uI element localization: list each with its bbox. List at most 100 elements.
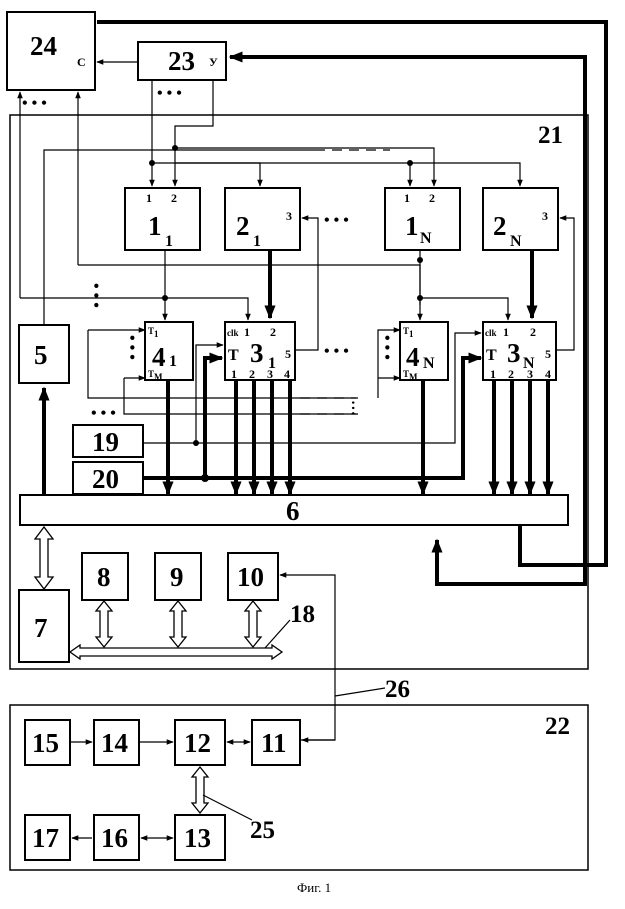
wire-23-f — [410, 163, 520, 186]
block-11-label: 11 — [261, 728, 287, 758]
wire-23-c — [152, 163, 410, 186]
block-15-label: 15 — [32, 728, 59, 758]
block-3-1-out-3: 3 — [267, 367, 273, 381]
block-4-1-label: 4 — [152, 342, 166, 372]
junction-5 — [417, 257, 423, 263]
block-4-1-tm-sub: M — [154, 372, 163, 382]
block-9-label: 9 — [170, 562, 184, 592]
block-23-label: 23 — [168, 46, 195, 76]
block-10-label: 10 — [237, 562, 264, 592]
block-2-1-pin-3: 3 — [286, 209, 292, 223]
ref-label-26: 26 — [385, 676, 410, 703]
block-3-N-out-3: 3 — [527, 367, 533, 381]
ellipsis-24: • • • — [22, 95, 47, 112]
ref-label-25: 25 — [250, 817, 275, 844]
bus-6-to-7-arrow — [35, 527, 53, 589]
ref-label-22: 22 — [545, 713, 570, 740]
block-2-N-sub: N — [510, 233, 522, 250]
ellipsis-19: • • • — [91, 405, 116, 422]
ellipsis-4-N-inputs: • • • — [378, 335, 395, 360]
junction-4 — [162, 295, 168, 301]
ellipsis-top-middle: • • • — [324, 212, 349, 229]
block-1-N-label: 1 — [405, 211, 419, 241]
block-14-label: 14 — [101, 728, 128, 758]
block-3-N-out-4: 4 — [545, 367, 551, 381]
block-3-1-T: T — [228, 347, 239, 364]
wire-23-d — [175, 148, 434, 186]
block-3-1-pin-5: 5 — [285, 347, 291, 361]
ellipsis-left-vertical: • • • — [87, 283, 104, 308]
block-1-1-sub: 1 — [165, 233, 173, 250]
block-16-label: 16 — [101, 823, 128, 853]
block-5-label: 5 — [34, 340, 48, 370]
block-4-N-label: 4 — [406, 342, 420, 372]
block-2-1-sub: 1 — [253, 233, 261, 250]
block-3-N-pin-2: 2 — [530, 325, 536, 339]
block-8-label: 8 — [97, 562, 111, 592]
junction-6 — [417, 295, 423, 301]
wire-1-1-to-3-1 — [20, 298, 248, 320]
ref-label-18: 18 — [290, 601, 315, 628]
block-24-pin-c: С — [77, 55, 86, 69]
wire-78-to-1N — [78, 265, 420, 305]
bus-6-label: 6 — [286, 496, 300, 526]
block-3-N-pin-5: 5 — [545, 347, 551, 361]
bus-10-arrow — [245, 601, 261, 647]
block-3-1-clk: clk — [227, 328, 239, 338]
wire-19-loop-b — [124, 378, 358, 414]
block-3-N-out-2: 2 — [508, 367, 514, 381]
leader-26 — [335, 688, 385, 696]
leader-18 — [265, 620, 290, 648]
block-3-N-pin-1: 1 — [503, 325, 509, 339]
block-3-N-T: T — [486, 347, 497, 364]
block-1-1-pin-1: 1 — [146, 191, 152, 205]
block-4-1-sub: 1 — [169, 353, 177, 370]
block-4-N-t1-sub: 1 — [409, 329, 414, 339]
junction-7 — [193, 440, 199, 446]
block-3-N-clk: clk — [485, 328, 497, 338]
ref-label-21: 21 — [538, 122, 563, 149]
figure-caption: Фиг. 1 — [297, 880, 331, 895]
link-26 — [280, 575, 335, 740]
block-13-label: 13 — [184, 823, 211, 853]
block-4-1-t1-sub: 1 — [154, 329, 159, 339]
junction-3 — [407, 160, 413, 166]
block-1-N-sub: N — [420, 230, 432, 247]
wire-1-N-to-3-N — [420, 298, 508, 320]
block-12-label: 12 — [184, 728, 211, 758]
block-2-1-label: 2 — [236, 211, 250, 241]
block-24-label: 24 — [30, 31, 57, 61]
block-23-pin-u: У — [209, 55, 218, 69]
block-4-N-sub: N — [423, 355, 435, 372]
block-3-1-out-1: 1 — [231, 367, 237, 381]
wire-23-e — [175, 163, 260, 186]
bus-18 — [70, 645, 282, 659]
block-7-label: 7 — [34, 613, 48, 643]
block-20-label: 20 — [92, 464, 119, 494]
block-19-label: 19 — [92, 427, 119, 457]
block-3-1-pin-1: 1 — [244, 325, 250, 339]
block-1-1 — [125, 188, 200, 250]
block-3-N-label: 3 — [507, 338, 521, 368]
ellipsis-23: • • • — [157, 85, 182, 102]
block-1-1-pin-2: 2 — [171, 191, 177, 205]
block-4-N-tm-sub: M — [409, 372, 418, 382]
bus-8-arrow — [96, 601, 112, 647]
block-3-1-out-2: 2 — [249, 367, 255, 381]
block-3-1-label: 3 — [250, 338, 264, 368]
block-1-N-pin-1: 1 — [404, 191, 410, 205]
block-2-N-label: 2 — [493, 211, 507, 241]
block-17-label: 17 — [32, 823, 59, 853]
ellipsis-vertical-dashes: • • • — [348, 401, 358, 415]
junction-1 — [149, 160, 155, 166]
block-1-1-label: 1 — [148, 211, 162, 241]
block-1-N-pin-2: 2 — [429, 191, 435, 205]
block-3-N-out-1: 1 — [490, 367, 496, 381]
bus-9-arrow — [170, 601, 186, 647]
ellipsis-middle: • • • — [324, 343, 349, 360]
ellipsis-4-1-inputs: • • • — [123, 335, 140, 360]
bus-25 — [192, 767, 208, 813]
block-3-1-pin-2: 2 — [270, 325, 276, 339]
block-3-1-out-4: 4 — [284, 367, 290, 381]
